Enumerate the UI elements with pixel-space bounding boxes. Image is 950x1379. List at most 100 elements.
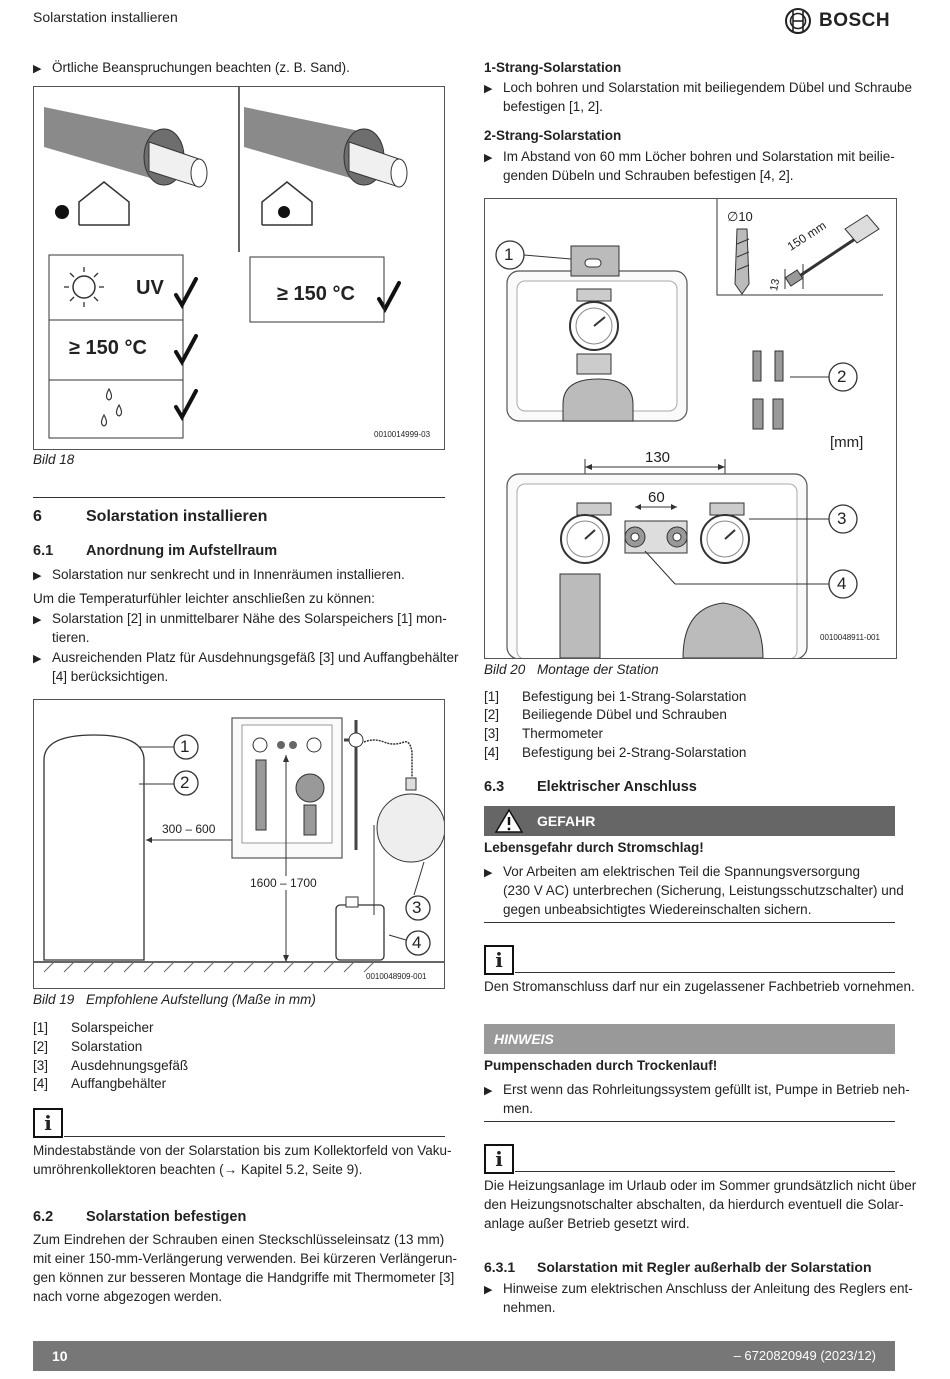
- legend-20-text: Befestigung bei 2-Strang-Solarstation: [522, 745, 747, 760]
- info2-text: Den Stromanschluss darf nur ein zugelass…: [484, 979, 915, 994]
- bullet-icon: ▶: [484, 867, 493, 879]
- legend-19-text: Ausdehnungsgefäß: [71, 1058, 189, 1073]
- section-6-2-title: Solarstation befestigen: [86, 1209, 247, 1225]
- danger-label: GEFAHR: [537, 813, 596, 829]
- socket-size: 13: [768, 277, 783, 293]
- sec62-line4: nach vorne abgezogen werden.: [33, 1289, 223, 1304]
- bosch-logo: BOSCH: [784, 7, 896, 35]
- uv-label: UV: [136, 277, 164, 299]
- figure-code: 0010048909-001: [366, 972, 427, 981]
- sec61-bullet1: Solarstation nur senkrecht und in Innenr…: [52, 567, 405, 582]
- legend-19-num: [3]: [33, 1058, 49, 1073]
- info-icon: i: [33, 1108, 63, 1138]
- unit-label: [mm]: [830, 434, 864, 451]
- figure-code: 0010048911-001: [820, 633, 880, 642]
- hinweis-rule: [484, 1121, 895, 1122]
- legend-20-num: [2]: [484, 707, 500, 722]
- page-number: 10: [52, 1348, 68, 1364]
- dimension-300-600: 300 – 600: [162, 822, 216, 836]
- strang2-line2: genden Dübeln und Schrauben befestigen […: [503, 168, 794, 183]
- info3-line1: Die Heizungsanlage im Urlaub oder im Som…: [484, 1178, 917, 1193]
- legend-19-num: [4]: [33, 1076, 49, 1091]
- legend-19-text: Solarspeicher: [71, 1020, 154, 1035]
- danger-line3: gegen unbeabsichtigtes Wiedereinschalten…: [503, 902, 812, 917]
- bullet-icon: ▶: [484, 83, 493, 95]
- sec62-line2: mit einer 150-mm-Verlängerung verwenden.…: [33, 1251, 457, 1266]
- installation-layout-illustration: [34, 717, 444, 973]
- station-mounting-illustration: [495, 199, 883, 658]
- pipe-insulation-illustration: [44, 87, 408, 439]
- temp-label-right: ≥ 150 °C: [277, 283, 355, 305]
- callout-3: 3: [412, 898, 422, 917]
- danger-banner: GEFAHR: [484, 806, 895, 836]
- temp-label-left: ≥ 150 °C: [69, 337, 147, 359]
- figure-20: 1 2 3 4 ∅10 150 mm 13 [mm] 130 60 001004…: [484, 198, 897, 659]
- section-6-3-1-title: Solarstation mit Regler außerhalb der So…: [537, 1259, 872, 1275]
- section-6-number: 6: [33, 508, 42, 525]
- sec61-bullet3-line2: [4] berücksichtigen.: [52, 669, 169, 684]
- legend-20-num: [1]: [484, 689, 500, 704]
- footer-bar: 10 – 6720820949 (2023/12): [33, 1341, 895, 1371]
- info-icon: i: [484, 1144, 514, 1174]
- info-rule: [515, 972, 895, 973]
- bullet-icon: ▶: [33, 614, 42, 626]
- section-6-3-1-number: 6.3.1: [484, 1259, 516, 1275]
- section-6-1-number: 6.1: [33, 543, 54, 559]
- callout-1: 1: [504, 245, 514, 264]
- bosch-armature-icon: [785, 8, 811, 34]
- section-6-1-title: Anordnung im Aufstellraum: [86, 543, 278, 559]
- info1-line2: umröhrenkollektoren beachten (→ Kapitel …: [33, 1162, 363, 1177]
- sec631-line2: nehmen.: [503, 1300, 556, 1315]
- strang1-title: 1-Strang-Solarstation: [484, 60, 622, 75]
- bullet-icon: ▶: [484, 1284, 493, 1296]
- danger-headline: Lebensgefahr durch Stromschlag!: [484, 840, 704, 855]
- figure-code: 0010014999-03: [374, 430, 431, 439]
- info-rule: [515, 1171, 895, 1172]
- callout-3: 3: [837, 509, 847, 528]
- info3-line2: den Heizungsnotschalter abschalten, da h…: [484, 1197, 904, 1212]
- legend-20-num: [3]: [484, 726, 500, 741]
- sec62-line3: gen können zur besseren Montage die Hand…: [33, 1270, 455, 1285]
- legend-19-text: Solarstation: [71, 1039, 143, 1054]
- info-icon: i: [484, 945, 514, 975]
- bullet-icon: ▶: [33, 63, 42, 75]
- section-6-3-title: Elektrischer Anschluss: [537, 779, 697, 795]
- section-rule: [33, 497, 445, 498]
- intro-bullet-text: Örtliche Beanspruchungen beachten (z. B.…: [52, 60, 350, 75]
- sec61-bullet3-line1: Ausreichenden Platz für Ausdehnungsgefäß…: [52, 650, 459, 665]
- legend-20-num: [4]: [484, 745, 500, 760]
- dimension-130: 130: [645, 449, 671, 466]
- callout-4: 4: [412, 933, 422, 952]
- figure-18: UV ≥ 150 °C ≥ 150 °C 0010014999-03: [33, 86, 445, 450]
- section-6-title: Solarstation installieren: [86, 508, 268, 525]
- legend-19-num: [2]: [33, 1039, 49, 1054]
- drill-diameter: ∅10: [727, 209, 753, 224]
- figure-20-caption: Montage der Station: [537, 662, 659, 677]
- legend-19-text: Auffangbehälter: [71, 1076, 167, 1091]
- figure-19-caption: Empfohlene Aufstellung (Maße in mm): [86, 992, 316, 1007]
- figure-19-caption-number: Bild 19: [33, 992, 75, 1007]
- strang1-line2: befestigen [1, 2].: [503, 99, 603, 114]
- callout-1: 1: [180, 737, 190, 756]
- danger-line2: (230 V AC) unterbrechen (Sicherung, Leis…: [503, 883, 904, 898]
- callout-2: 2: [837, 367, 847, 386]
- strang2-title: 2-Strang-Solarstation: [484, 128, 622, 143]
- sec61-bullet2-line1: Solarstation [2] in unmittelbarer Nähe d…: [52, 611, 447, 626]
- document-number: – 6720820949 (2023/12): [733, 1348, 876, 1363]
- info3-line3: anlage außer Betrieb gesetzt wird.: [484, 1216, 690, 1231]
- warning-triangle-icon: [494, 808, 524, 833]
- legend-20-text: Befestigung bei 1-Strang-Solarstation: [522, 689, 747, 704]
- dimension-60: 60: [648, 489, 665, 506]
- strang2-line1: Im Abstand von 60 mm Löcher bohren und S…: [503, 149, 895, 164]
- bullet-icon: ▶: [484, 1085, 493, 1097]
- bullet-icon: ▶: [33, 653, 42, 665]
- callout-2: 2: [180, 773, 190, 792]
- strang1-line1: Loch bohren und Solarstation mit beilieg…: [503, 80, 913, 95]
- figure-20-caption-number: Bild 20: [484, 662, 526, 677]
- info1-line1: Mindestabstände von der Solarstation bis…: [33, 1143, 452, 1158]
- bullet-icon: ▶: [33, 570, 42, 582]
- sec61-para: Um die Temperaturfühler leichter anschli…: [33, 591, 375, 606]
- figure-19: 1 2 3 4 300 – 600 1600 – 1700 0010048909…: [33, 699, 445, 989]
- brand-name: BOSCH: [819, 10, 891, 31]
- section-6-2-number: 6.2: [33, 1209, 54, 1225]
